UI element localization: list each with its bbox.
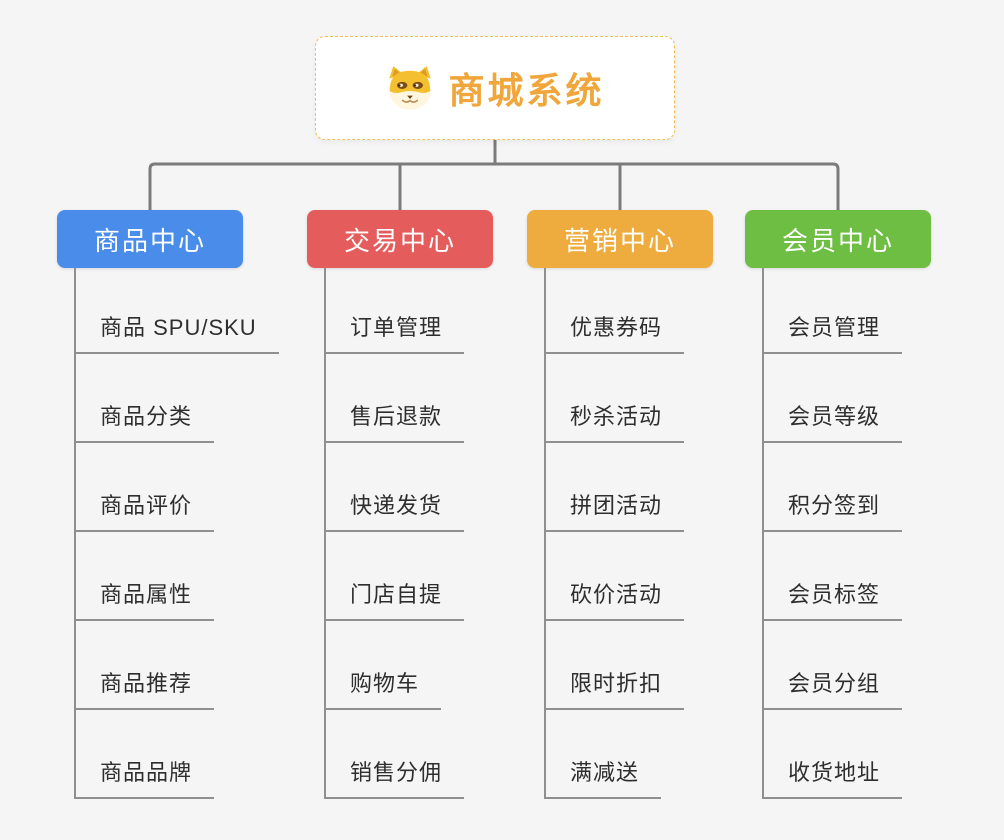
tree-item-label: 商品推荐 [76, 666, 215, 710]
tree-item-label: 销售分佣 [326, 755, 465, 799]
tree-item-label: 优惠券码 [546, 310, 685, 354]
branch-header[interactable]: 交易中心 [307, 210, 493, 268]
tree-item[interactable]: 拼团活动 [546, 443, 766, 532]
tree-item[interactable]: 优惠券码 [546, 268, 766, 354]
tree-item[interactable]: 销售分佣 [326, 710, 546, 799]
tree-item-label: 售后退款 [326, 399, 465, 443]
tree-item-label: 收货地址 [764, 755, 903, 799]
branch: 会员中心 会员管理 会员等级 积分签到 会员标签 会员分组 收货地址 [745, 210, 931, 799]
branch-label: 商品中心 [93, 225, 206, 256]
tree-item-label: 秒杀活动 [546, 399, 685, 443]
tree-item[interactable]: 会员标签 [764, 532, 984, 621]
branch-header[interactable]: 营销中心 [527, 210, 713, 268]
tree-item-label: 会员标签 [764, 577, 903, 621]
root-node[interactable]: 商城系统 [315, 36, 675, 140]
tree-item-label: 会员等级 [764, 399, 903, 443]
tree-item[interactable]: 商品推荐 [76, 621, 296, 710]
branch: 商品中心 商品 SPU/SKU 商品分类 商品评价 商品属性 商品推荐 商品品牌 [57, 210, 279, 799]
tree-item[interactable]: 满减送 [546, 710, 766, 799]
tree-item[interactable]: 商品品牌 [76, 710, 296, 799]
tree-item[interactable]: 商品评价 [76, 443, 296, 532]
tree-item-label: 积分签到 [764, 488, 903, 532]
tree-item[interactable]: 商品属性 [76, 532, 296, 621]
tree-item[interactable]: 秒杀活动 [546, 354, 766, 443]
tree-item-label: 会员分组 [764, 666, 903, 710]
tree-item[interactable]: 商品分类 [76, 354, 296, 443]
shiba-dog-icon [389, 66, 432, 110]
tree-item-label: 砍价活动 [546, 577, 685, 621]
branch-items: 会员管理 会员等级 积分签到 会员标签 会员分组 收货地址 [762, 268, 984, 799]
tree-item-label: 商品品牌 [76, 755, 215, 799]
tree-item-label: 订单管理 [326, 310, 465, 354]
tree-item-label: 快递发货 [326, 488, 465, 532]
branch-items: 优惠券码 秒杀活动 拼团活动 砍价活动 限时折扣 满减送 [544, 268, 766, 799]
tree-item[interactable]: 门店自提 [326, 532, 546, 621]
tree-item[interactable]: 积分签到 [764, 443, 984, 532]
tree-item-label: 会员管理 [764, 310, 903, 354]
tree-item[interactable]: 会员等级 [764, 354, 984, 443]
tree-item-label: 商品 SPU/SKU [76, 310, 279, 354]
tree-item-label: 限时折扣 [546, 666, 685, 710]
tree-item[interactable]: 砍价活动 [546, 532, 766, 621]
branch: 营销中心 优惠券码 秒杀活动 拼团活动 砍价活动 限时折扣 满减送 [527, 210, 713, 799]
branch-items: 商品 SPU/SKU 商品分类 商品评价 商品属性 商品推荐 商品品牌 [74, 268, 296, 799]
branch-label: 交易中心 [343, 225, 456, 256]
root-title: 商城系统 [448, 70, 605, 111]
tree-item-label: 商品评价 [76, 488, 215, 532]
tree-item[interactable]: 售后退款 [326, 354, 546, 443]
tree-item[interactable]: 订单管理 [326, 268, 546, 354]
tree-item-label: 商品分类 [76, 399, 215, 443]
branch-label: 营销中心 [563, 225, 676, 256]
tree-item[interactable]: 商品 SPU/SKU [76, 268, 296, 354]
tree-item[interactable]: 会员分组 [764, 621, 984, 710]
branch: 交易中心 订单管理 售后退款 快递发货 门店自提 购物车 销售分佣 [307, 210, 493, 799]
tree-item[interactable]: 收货地址 [764, 710, 984, 799]
branch-items: 订单管理 售后退款 快递发货 门店自提 购物车 销售分佣 [324, 268, 546, 799]
branch-header[interactable]: 商品中心 [57, 210, 243, 268]
tree-item[interactable]: 快递发货 [326, 443, 546, 532]
branch-label: 会员中心 [781, 225, 894, 256]
tree-item[interactable]: 购物车 [326, 621, 546, 710]
tree-item-label: 满减送 [546, 755, 662, 799]
branch-header[interactable]: 会员中心 [745, 210, 931, 268]
tree-item-label: 商品属性 [76, 577, 215, 621]
main-rail-line [148, 162, 840, 212]
tree-item-label: 门店自提 [326, 577, 465, 621]
tree-item[interactable]: 限时折扣 [546, 621, 766, 710]
tree-item[interactable]: 会员管理 [764, 268, 984, 354]
tree-item-label: 购物车 [326, 666, 442, 710]
tree-item-label: 拼团活动 [546, 488, 685, 532]
